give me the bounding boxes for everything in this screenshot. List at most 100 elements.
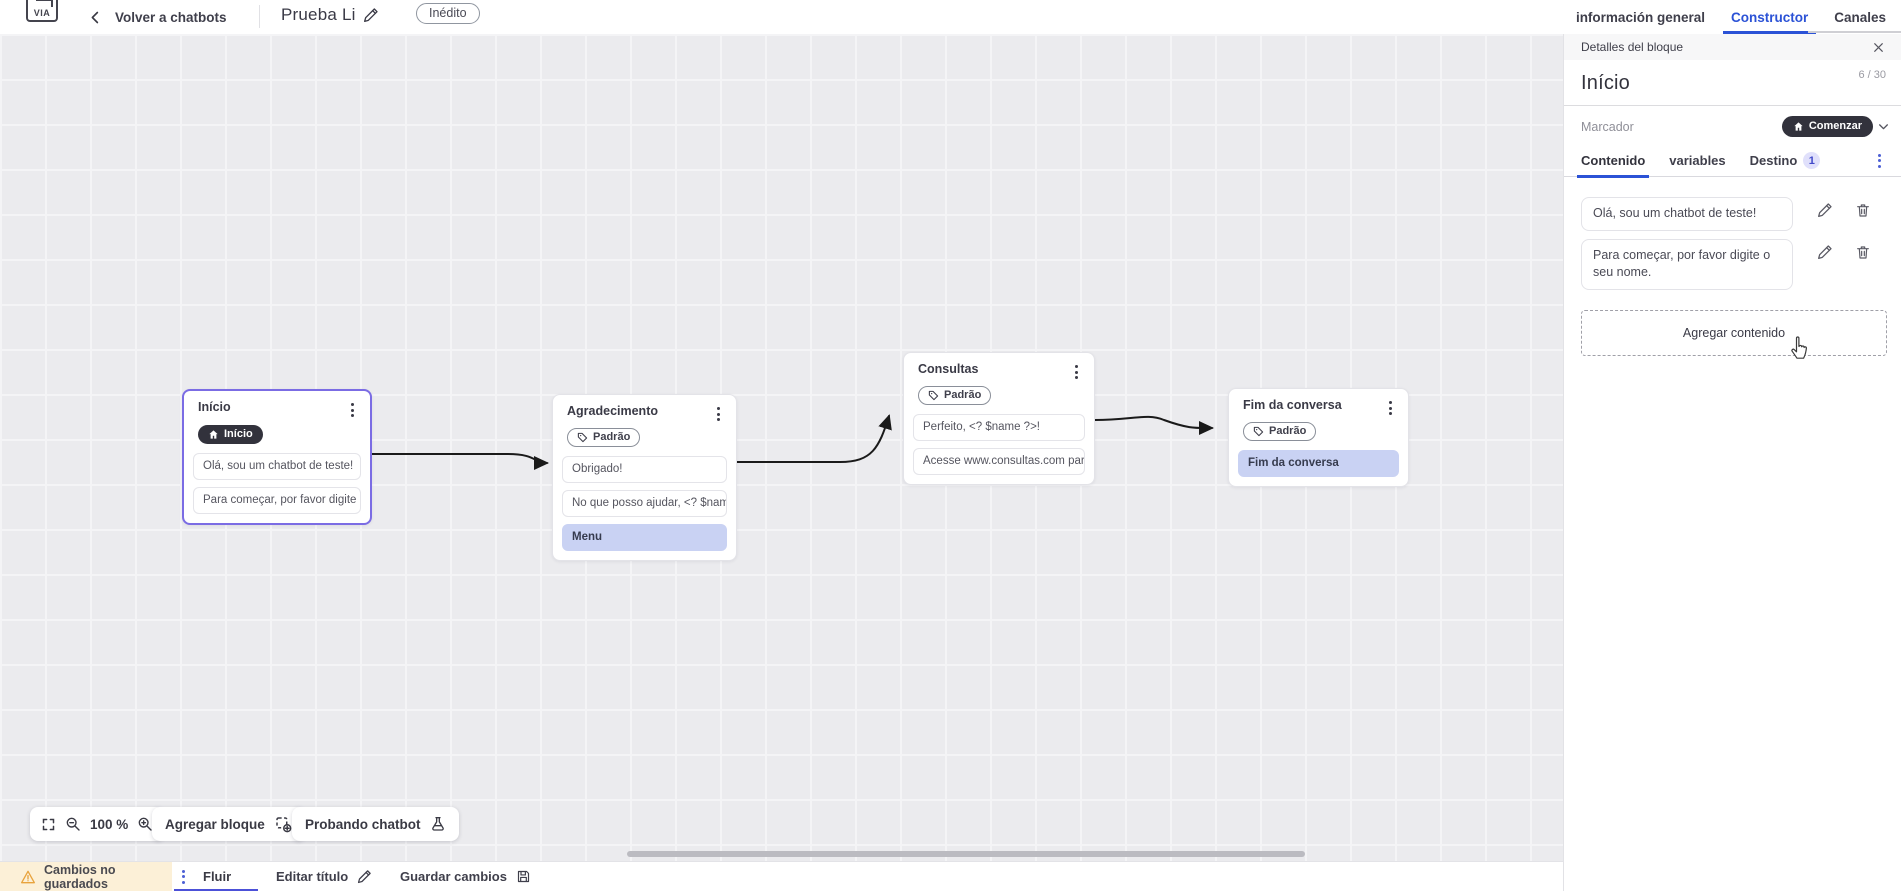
fit-screen-icon[interactable] xyxy=(41,817,56,832)
edge-consultas-fim xyxy=(1094,415,1214,436)
content-item: Para começar, por favor digite o seu nom… xyxy=(1581,238,1886,290)
app-logo: VIA xyxy=(26,0,58,22)
bottom-bar: Cambios no guardados Fluir Editar título… xyxy=(0,861,1563,891)
zoom-in-icon[interactable] xyxy=(137,816,153,832)
node-consultas[interactable]: Consultas Padrão Perfeito, <? $name ?>! … xyxy=(903,352,1095,485)
main-tabs: información general Constructor Canales xyxy=(1576,0,1886,34)
block-name-field[interactable]: Início 6 / 30 xyxy=(1564,60,1901,106)
content-text[interactable]: Para começar, por favor digite o seu nom… xyxy=(1581,238,1793,290)
content-item: Olá, sou um chatbot de teste! xyxy=(1581,197,1886,231)
zoom-controls: 100 % xyxy=(30,807,165,841)
panel-title: Detalles del bloque xyxy=(1581,40,1684,54)
flow-canvas[interactable]: Início Início Olá, sou um chatbot de tes… xyxy=(0,34,1563,861)
edit-content-icon[interactable] xyxy=(1817,202,1833,218)
tab-contenido[interactable]: Contenido xyxy=(1576,145,1650,178)
marker-row: Marcador Comenzar xyxy=(1564,106,1901,145)
node-content-row[interactable]: Para começar, por favor digite o ... xyxy=(193,487,361,514)
tab-destino[interactable]: Destino 1 xyxy=(1750,145,1821,177)
node-title: Início xyxy=(198,400,231,414)
node-fim-da-conversa[interactable]: Fim da conversa Padrão Fim da conversa xyxy=(1228,388,1409,487)
add-block-label: Agregar bloque xyxy=(165,816,265,832)
marker-select[interactable]: Comenzar xyxy=(1781,116,1873,137)
badge-label: Padrão xyxy=(1269,425,1307,437)
logo-text: VIA xyxy=(33,8,51,18)
node-content-row-end[interactable]: Fim da conversa xyxy=(1238,450,1399,477)
tab-constructor[interactable]: Constructor xyxy=(1722,0,1817,34)
panel-tabs-menu-icon[interactable] xyxy=(1874,151,1885,171)
node-menu-icon[interactable] xyxy=(347,400,358,420)
tag-icon xyxy=(928,390,939,401)
badge-label: Padrão xyxy=(593,431,631,443)
edge-inicio-agradecimento xyxy=(371,453,549,470)
save-changes-label: Guardar cambios xyxy=(400,869,507,884)
delete-content-icon[interactable] xyxy=(1855,202,1871,218)
home-icon xyxy=(208,429,219,440)
tag-icon xyxy=(577,432,588,443)
tab-fluir[interactable]: Fluir xyxy=(170,862,260,891)
node-inicio[interactable]: Início Início Olá, sou um chatbot de tes… xyxy=(182,389,372,525)
tabs-edge-line xyxy=(1808,31,1901,33)
badge-label: Início xyxy=(224,428,253,440)
type-badge: Padrão xyxy=(1243,422,1317,441)
edit-content-icon[interactable] xyxy=(1817,244,1833,260)
node-title: Consultas xyxy=(918,362,979,376)
badge-label: Padrão xyxy=(944,389,982,401)
block-details-panel: Detalles del bloque Início 6 / 30 Marcad… xyxy=(1563,34,1901,891)
chevron-left-icon xyxy=(88,10,103,25)
top-bar: VIA Volver a chatbots Prueba Li Inédito … xyxy=(0,0,1901,34)
node-title: Fim da conversa xyxy=(1243,398,1342,412)
node-agradecimento[interactable]: Agradecimento Padrão Obrigado! No que po… xyxy=(552,394,737,561)
flask-icon xyxy=(430,816,446,832)
test-chatbot-button[interactable]: Probando chatbot xyxy=(292,807,459,841)
tag-icon xyxy=(1253,426,1264,437)
add-content-button[interactable]: Agregar contenido xyxy=(1581,309,1887,356)
node-content-row-menu[interactable]: Menu xyxy=(562,524,727,551)
edit-title-button[interactable]: Editar título xyxy=(276,862,372,891)
divider xyxy=(259,5,260,28)
node-content-row[interactable]: Obrigado! xyxy=(562,456,727,483)
node-content-row[interactable]: Acesse www.consultas.com par... xyxy=(913,448,1085,475)
tab-menu-icon[interactable] xyxy=(178,867,189,887)
type-badge: Padrão xyxy=(567,428,641,447)
tab-canales[interactable]: Canales xyxy=(1834,9,1886,25)
block-name-input[interactable]: Início xyxy=(1581,72,1631,94)
panel-content: Olá, sou um chatbot de teste! Para começ… xyxy=(1564,177,1901,356)
destino-count-badge: 1 xyxy=(1803,152,1821,169)
back-label: Volver a chatbots xyxy=(115,9,227,25)
marker-label: Marcador xyxy=(1581,119,1634,134)
node-menu-icon[interactable] xyxy=(713,404,724,424)
zoom-out-icon[interactable] xyxy=(65,816,81,832)
add-block-button[interactable]: Agregar bloque xyxy=(152,807,305,841)
tab-label: Fluir xyxy=(203,869,232,884)
node-content-row[interactable]: Perfeito, <? $name ?>! xyxy=(913,414,1085,441)
char-counter: 6 / 30 xyxy=(1858,69,1886,81)
node-menu-icon[interactable] xyxy=(1385,398,1396,418)
marker-value: Comenzar xyxy=(1808,120,1862,132)
tab-variables[interactable]: variables xyxy=(1669,145,1725,177)
node-menu-icon[interactable] xyxy=(1071,362,1082,382)
type-badge: Padrão xyxy=(918,386,992,405)
chevron-down-icon[interactable] xyxy=(1877,120,1890,133)
add-block-icon xyxy=(274,815,292,833)
delete-content-icon[interactable] xyxy=(1855,244,1871,260)
chatbot-title: Prueba Li xyxy=(281,5,356,24)
node-content-row[interactable]: No que posso ajudar, <? $name ... xyxy=(562,490,727,517)
panel-tabs: Contenido variables Destino 1 xyxy=(1564,145,1901,178)
status-badge: Inédito xyxy=(416,3,480,24)
warning-icon xyxy=(20,869,36,885)
edge-agradecimento-consultas xyxy=(736,414,892,463)
tab-informacion-general[interactable]: información general xyxy=(1575,9,1705,25)
content-text[interactable]: Olá, sou um chatbot de teste! xyxy=(1581,197,1793,231)
save-changes-button[interactable]: Guardar cambios xyxy=(400,862,531,891)
pencil-icon xyxy=(357,869,372,884)
back-to-chatbots[interactable]: Volver a chatbots xyxy=(88,0,227,34)
node-title: Agradecimento xyxy=(567,404,658,418)
unsaved-changes-badge: Cambios no guardados xyxy=(0,862,172,891)
horizontal-scrollbar[interactable] xyxy=(627,851,1305,857)
node-content-row[interactable]: Olá, sou um chatbot de teste! xyxy=(193,453,361,480)
edit-title-label: Editar título xyxy=(276,869,349,884)
edit-title-icon[interactable] xyxy=(363,7,379,23)
tab-label: Contenido xyxy=(1581,153,1646,168)
warning-label: Cambios no guardados xyxy=(44,862,116,891)
close-icon[interactable] xyxy=(1870,39,1887,56)
